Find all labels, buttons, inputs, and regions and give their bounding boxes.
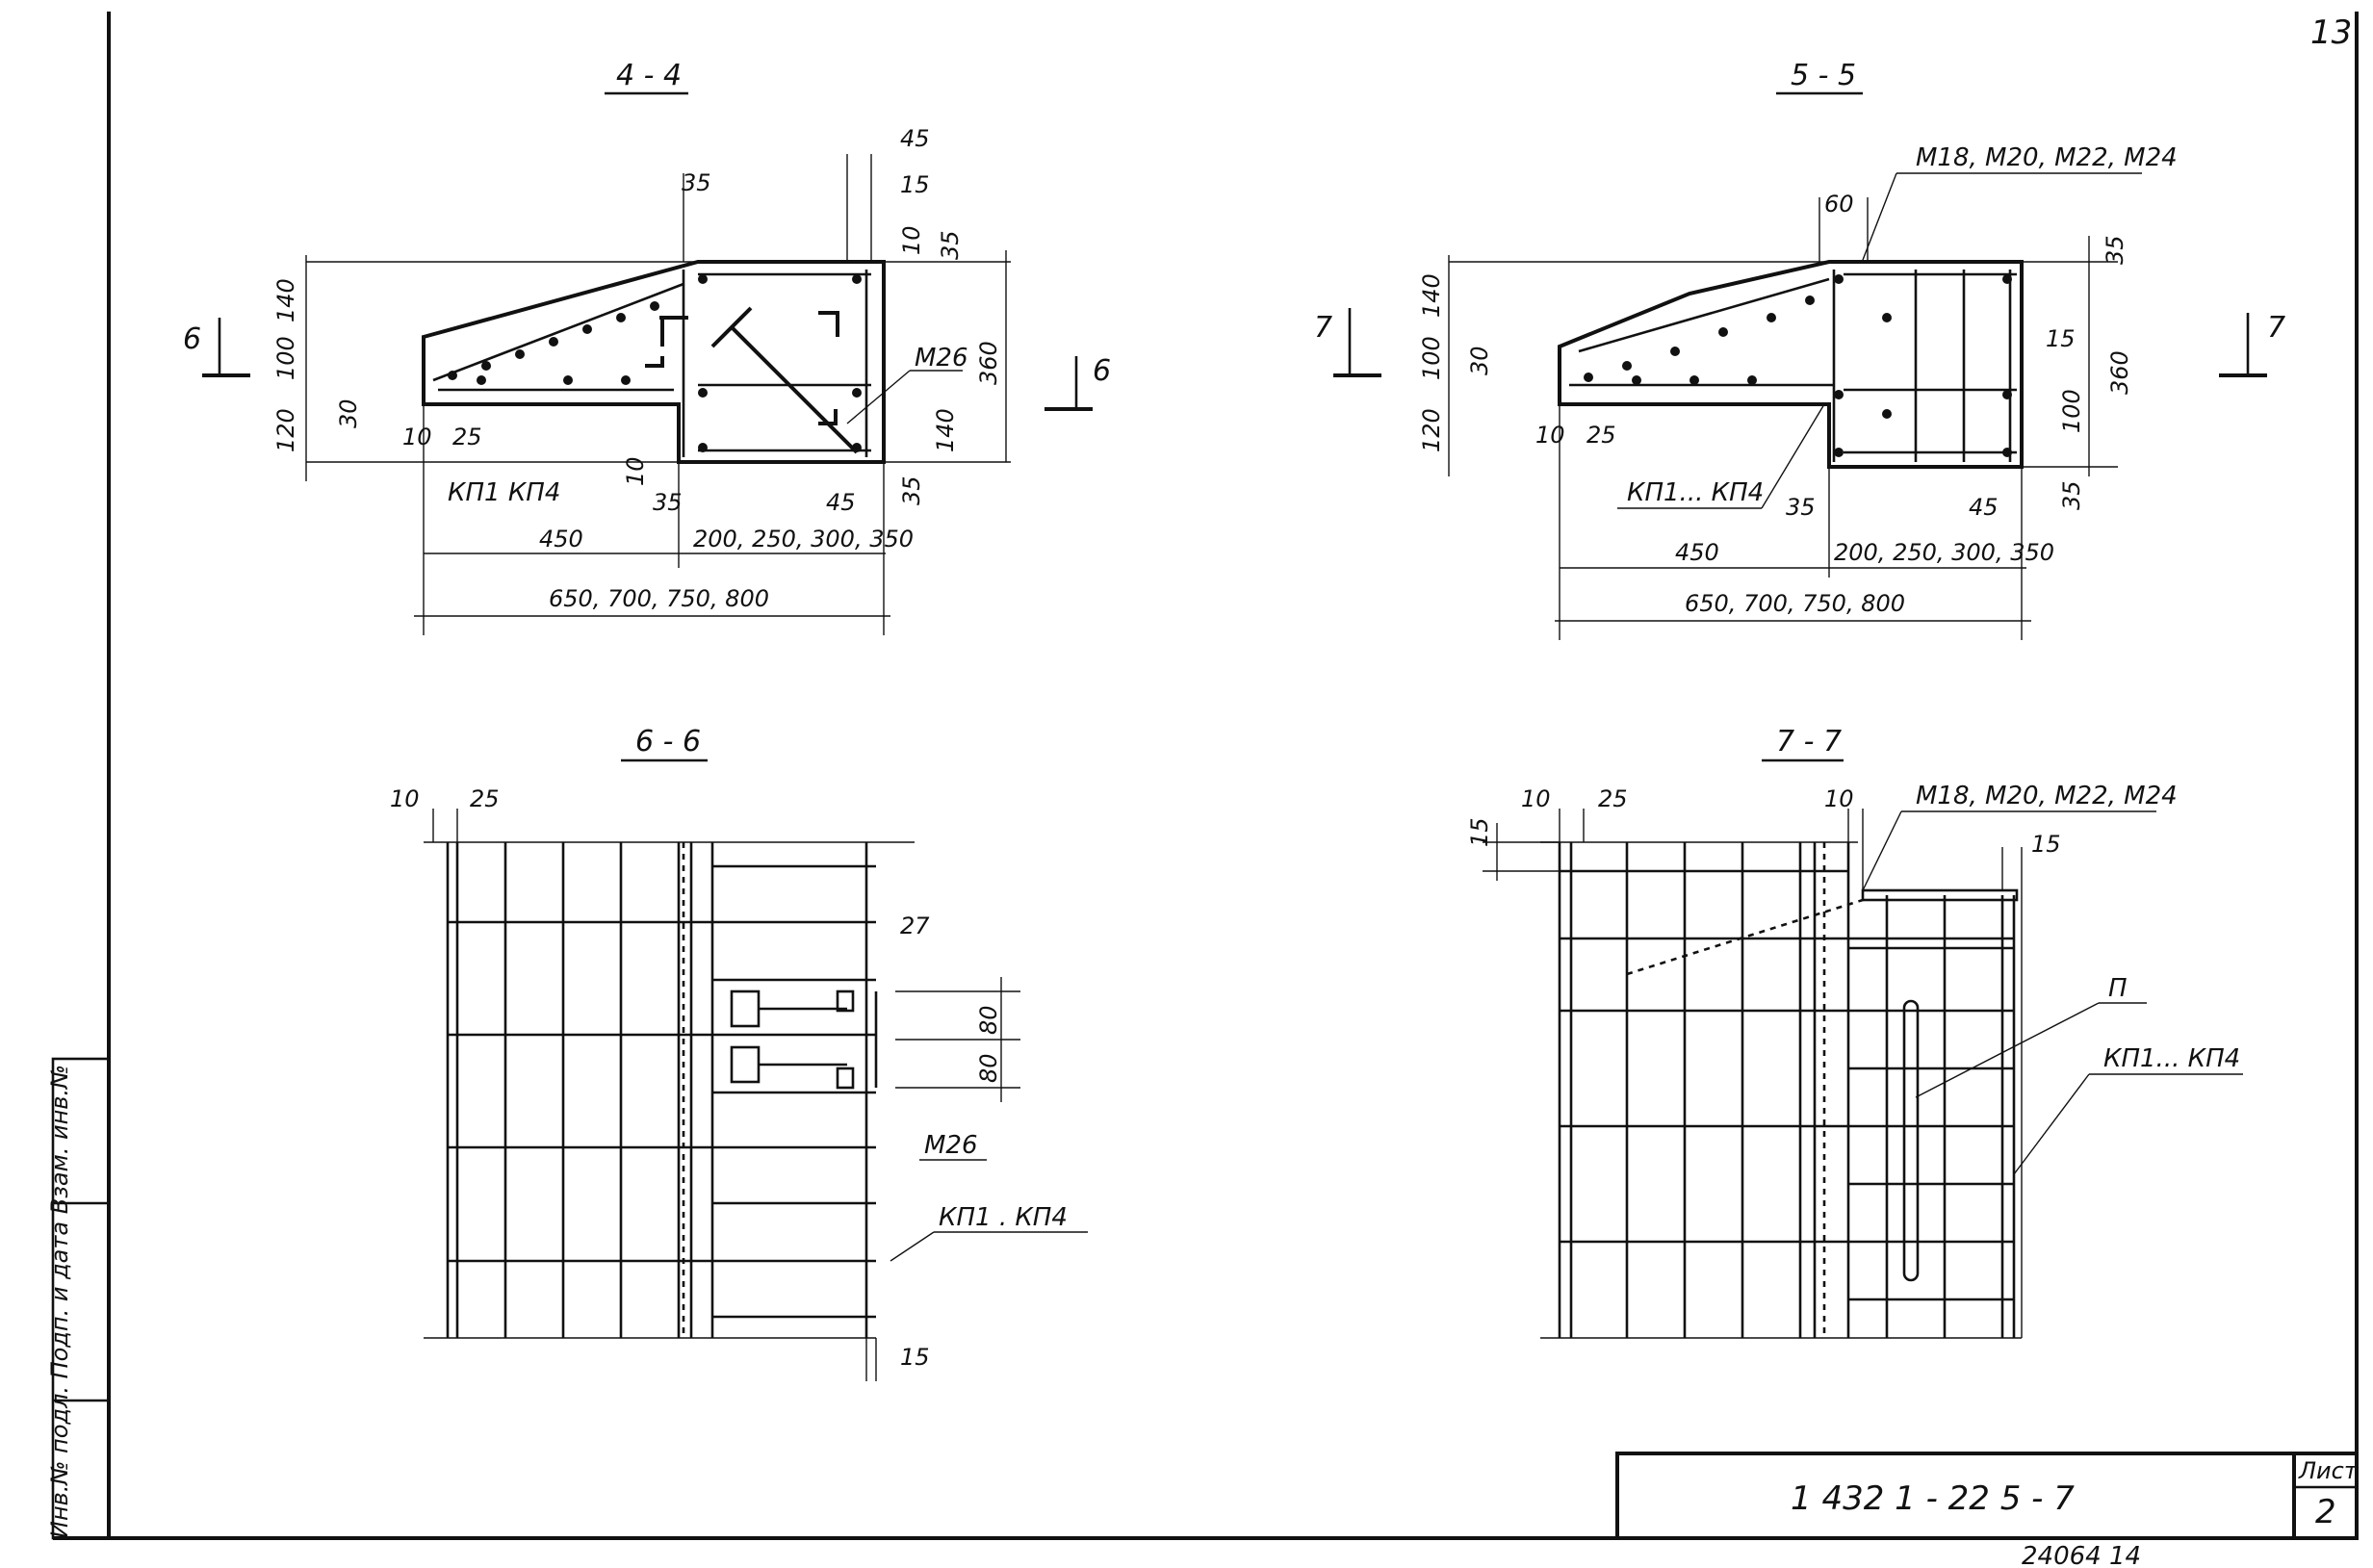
side-stamp: Инв.№ подл. Подп. и дата Взам. инв.№	[46, 1057, 111, 1540]
dim-5-5-100-right: 100	[2058, 389, 2085, 433]
dim-4-4-35-right: 35	[937, 230, 964, 260]
dim-6-6-25: 25	[470, 785, 500, 812]
label-5-5-m: М18, М20, М22, М24	[1916, 143, 2178, 172]
section-4-4: 4 - 4	[183, 59, 1111, 635]
cut-marker-6-right: 6	[1093, 354, 1111, 388]
dim-5-5-60: 60	[1824, 191, 1854, 218]
dim-4-4-45-bot: 45	[826, 489, 856, 516]
title-block: 1 432 1 - 22 5 - 7 Лист 2	[1615, 1452, 2359, 1540]
label-7-7-m: М18, М20, М22, М24	[1916, 782, 2178, 810]
cut-marker-6-left: 6	[183, 322, 201, 356]
sheet-number: 2	[2315, 1493, 2336, 1531]
section-7-7: 7 - 7	[1466, 725, 2243, 1339]
label-7-7-kp: КП1... КП4	[2103, 1044, 2240, 1073]
dim-4-4-15-top: 15	[900, 171, 930, 198]
dim-4-4-120: 120	[272, 408, 299, 452]
sheet-label: Лист	[2298, 1457, 2359, 1484]
dim-4-4-140: 140	[272, 278, 299, 322]
section-6-6: 6 - 6	[390, 725, 1088, 1381]
dim-4-4-360: 360	[975, 341, 1002, 385]
rebar-grid-7-7	[1540, 841, 2023, 1339]
dim-4-4-30: 30	[335, 398, 362, 428]
dim-7-7-25: 25	[1598, 785, 1628, 812]
dim-5-5-30: 30	[1466, 346, 1493, 375]
dim-5-5-25: 25	[1586, 422, 1616, 449]
dim-4-4-10-top: 10	[898, 225, 925, 255]
dim-4-4-35-bot: 35	[653, 489, 683, 516]
dim-4-4-45-top: 45	[900, 125, 930, 152]
dim-7-7-15-left: 15	[1466, 817, 1493, 847]
corner-mark: 13	[2310, 13, 2352, 52]
dim-4-4-140-right: 140	[932, 408, 959, 452]
section-5-5: 5 - 5 7	[1314, 59, 2285, 640]
dim-5-5-140: 140	[1418, 273, 1445, 318]
dim-6-6-10: 10	[390, 785, 420, 812]
dim-5-5-10: 10	[1535, 422, 1565, 449]
dim-5-5-15: 15	[2046, 325, 2076, 352]
label-6-6-kp: КП1 . КП4	[939, 1203, 1068, 1232]
dim-4-4-totals: 650, 700, 750, 800	[549, 585, 769, 612]
dim-4-4-25: 25	[452, 424, 482, 450]
dim-7-7-10: 10	[1521, 785, 1551, 812]
dim-7-7-15-right: 15	[2031, 831, 2061, 858]
section-5-5-title: 5 - 5	[1791, 59, 1856, 92]
dim-5-5-widths: 200, 250, 300, 350	[1834, 539, 2054, 566]
dim-6-6-80-a: 80	[975, 1005, 1002, 1035]
rebar-dots-4-4	[448, 274, 862, 452]
dim-5-5-35-bot: 35	[1786, 494, 1816, 521]
dim-4-4-widths: 200, 250, 300, 350	[693, 526, 914, 553]
dim-4-4-100: 100	[272, 336, 299, 380]
cut-marker-7-left: 7	[1314, 311, 1332, 345]
dim-4-4-10-bot: 10	[402, 424, 432, 450]
rebar-grid-6-6	[424, 841, 915, 1339]
label-4-4-m26: М26	[915, 344, 968, 373]
dim-7-7-10-mid: 10	[1824, 785, 1854, 812]
dim-4-4-35-top: 35	[682, 169, 711, 196]
rebar-dots-5-5	[1584, 274, 2012, 457]
dim-4-4-35-side: 35	[898, 476, 925, 505]
section-6-6-title: 6 - 6	[635, 725, 701, 758]
dim-6-6-27: 27	[900, 913, 930, 939]
label-4-4-kp: КП1 КП4	[448, 478, 560, 507]
dim-5-5-120: 120	[1418, 408, 1445, 452]
section-7-7-title: 7 - 7	[1776, 725, 1842, 758]
cut-marker-7-right: 7	[2267, 311, 2285, 345]
stamp-text: Инв.№ подл. Подп. и дата Взам. инв.№	[46, 1065, 73, 1538]
label-6-6-m26: М26	[924, 1131, 978, 1160]
dim-6-6-80-b: 80	[975, 1053, 1002, 1083]
section-4-4-title: 4 - 4	[616, 59, 682, 92]
dim-4-4-10-left: 10	[622, 456, 649, 486]
dim-5-5-360: 360	[2106, 350, 2133, 395]
footer-code: 24064 14	[2022, 1542, 2141, 1568]
label-5-5-kp: КП1... КП4	[1627, 478, 1764, 507]
drawing-designation: 1 432 1 - 22 5 - 7	[1791, 1479, 2075, 1518]
dim-4-4-450: 450	[539, 526, 583, 553]
dim-5-5-100: 100	[1418, 336, 1445, 380]
dim-5-5-totals: 650, 700, 750, 800	[1685, 590, 1905, 617]
label-7-7-p: П	[2108, 974, 2128, 1003]
dim-5-5-450: 450	[1675, 539, 1719, 566]
dim-5-5-45-bot: 45	[1969, 494, 1999, 521]
dim-6-6-15: 15	[900, 1344, 930, 1371]
dim-5-5-35-right: 35	[2058, 480, 2085, 510]
dim-5-5-35: 35	[2102, 235, 2128, 265]
